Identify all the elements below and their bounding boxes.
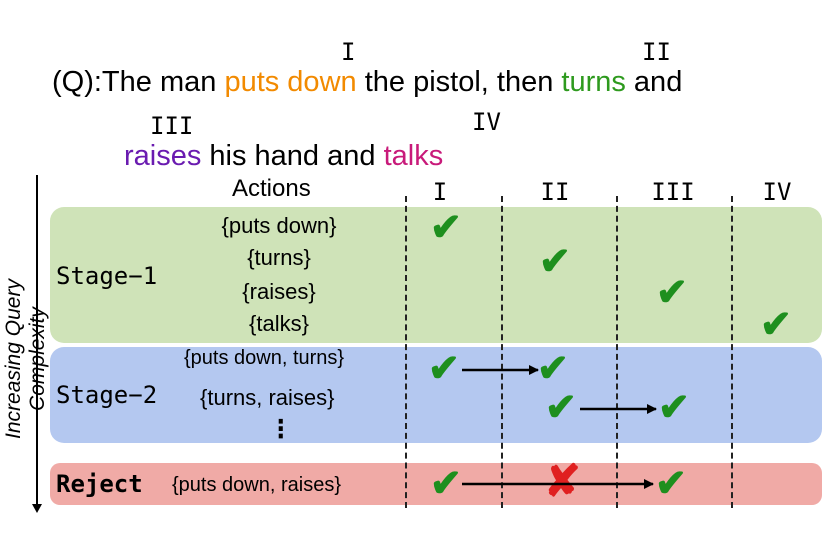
query-line-1: (Q):The man puts down the pistol, then t… (52, 66, 682, 99)
query-text-mid-1: the pistol, then (356, 66, 562, 98)
query-numeral-3: III (150, 112, 194, 140)
query-text-mid-2: and (625, 66, 683, 98)
complexity-axis-arrow (32, 175, 42, 513)
column-divider-3 (616, 196, 618, 508)
stage1-band (50, 207, 822, 343)
query-text-mid-3: his hand and (201, 140, 384, 172)
stage2-action-1: {puts down, turns} (184, 347, 345, 369)
reject-check-end: ✔ (655, 463, 687, 505)
stage2-band (50, 347, 822, 443)
reject-action: {puts down, raises} (172, 474, 341, 496)
actions-header: Actions (232, 175, 311, 202)
reject-check-start: ✔ (430, 463, 462, 505)
stage2-row2-check-end: ✔ (658, 387, 690, 429)
stage1-check-col1: ✔ (430, 207, 462, 249)
stage2-row1-check-start: ✔ (428, 348, 460, 390)
stage1-check-col2: ✔ (539, 241, 571, 283)
stage2-action-2: {turns, raises} (200, 385, 335, 410)
query-action-3: raises (124, 140, 202, 172)
stage2-label: Stage−2 (56, 381, 158, 409)
col-header-4: IV (762, 178, 792, 206)
stage1-action-3: {raises} (242, 279, 316, 304)
stage1-action-1: {puts down} (221, 213, 337, 238)
stage2-row2-check-start: ✔ (545, 387, 577, 429)
stage1-action-4: {talks} (249, 311, 309, 336)
query-action-4: talks (383, 140, 444, 172)
stage2-more-ellipsis: ⁝ (276, 413, 286, 446)
column-divider-2 (501, 196, 503, 508)
col-header-2: II (540, 178, 570, 206)
query-action-1: puts down (224, 66, 357, 98)
query-numeral-4: IV (472, 108, 501, 136)
stage1-check-col3: ✔ (656, 272, 688, 314)
query-prefix: (Q):The man (52, 66, 225, 98)
col-header-3: III (651, 178, 695, 206)
col-header-1: I (432, 178, 448, 206)
reject-band (50, 463, 822, 505)
reject-x-mark: ✘ (544, 457, 581, 506)
stage1-check-col4: ✔ (760, 304, 792, 346)
query-action-2: turns (561, 66, 626, 98)
column-divider-4 (731, 196, 733, 508)
query-numeral-2: II (642, 38, 671, 66)
reject-label: Reject (56, 470, 143, 498)
stage2-row1-check-end: ✔ (537, 348, 569, 390)
complexity-axis-label: Increasing Query Complexity (2, 279, 49, 439)
stage1-action-2: {turns} (247, 245, 311, 270)
stage1-label: Stage−1 (56, 262, 158, 290)
query-numeral-1: I (341, 38, 356, 66)
column-divider-1 (405, 196, 407, 508)
query-line-2: raises his hand and talks (124, 140, 443, 173)
